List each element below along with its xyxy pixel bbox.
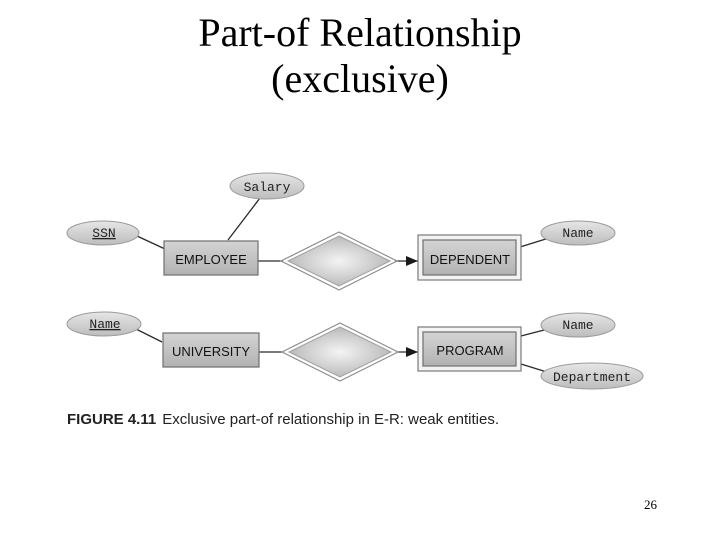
figure-caption-text: Exclusive part-of relationship in E-R: w… <box>162 411 500 428</box>
university-label: UNIVERSITY <box>172 344 250 359</box>
ssn-attribute: SSN <box>66 220 140 246</box>
title-line-2: (exclusive) <box>271 56 449 101</box>
university-program-relationship <box>280 322 400 382</box>
dependent-arrowhead <box>406 256 418 266</box>
program-name-connector <box>520 328 549 337</box>
program-arrowhead <box>406 347 418 357</box>
title-line-1: Part-of Relationship <box>198 10 522 55</box>
university-entity: UNIVERSITY <box>162 332 260 368</box>
program-weak-entity: PROGRAM <box>417 326 522 372</box>
dependent-name-connector <box>519 237 550 248</box>
university-name-attribute: Name <box>66 311 142 337</box>
university-name-connector <box>133 327 163 343</box>
employee-entity: EMPLOYEE <box>163 240 259 276</box>
dependent-label: DEPENDENT <box>430 252 510 267</box>
slide-title: Part-of Relationship (exclusive) <box>0 10 720 102</box>
department-label: Department <box>553 370 631 385</box>
university-name-label: Name <box>89 317 120 332</box>
dependent-name-label: Name <box>562 226 593 241</box>
program-name-label: Name <box>562 318 593 333</box>
salary-attribute: Salary <box>229 172 305 200</box>
employee-dependent-relationship <box>279 231 399 291</box>
figure-caption: FIGURE 4.11 Exclusive part-of relationshi… <box>67 411 499 428</box>
ssn-connector <box>136 235 166 250</box>
dependent-weak-entity: DEPENDENT <box>417 234 522 281</box>
page-number: 26 <box>644 497 657 512</box>
ssn-label: SSN <box>92 226 115 241</box>
program-name-attribute: Name <box>540 312 616 338</box>
figure-caption-label: FIGURE 4.11 <box>67 411 157 428</box>
program-department-attribute: Department <box>540 362 644 390</box>
salary-connector <box>227 197 261 241</box>
employee-label: EMPLOYEE <box>175 252 247 267</box>
program-label: PROGRAM <box>436 343 503 358</box>
dependent-name-attribute: Name <box>540 220 616 246</box>
salary-label: Salary <box>244 180 291 195</box>
